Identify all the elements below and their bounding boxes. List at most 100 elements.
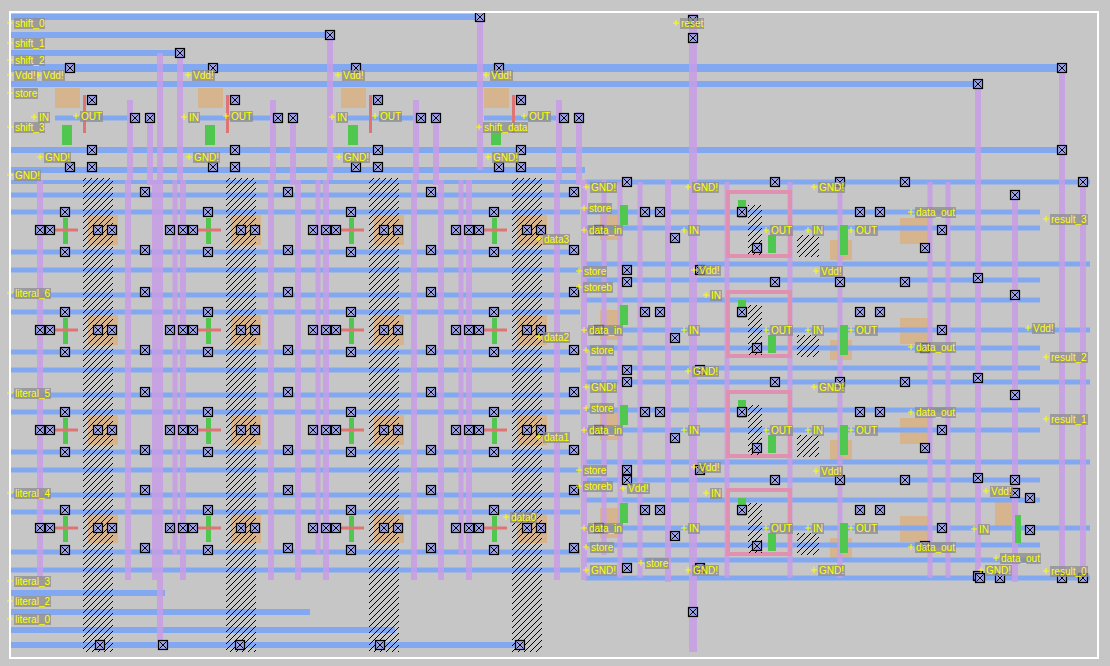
contact <box>753 542 762 551</box>
signal-label: data1 <box>543 432 570 443</box>
metal1-wire <box>585 210 1040 215</box>
contact <box>380 426 389 435</box>
label-mark <box>1025 325 1031 331</box>
contact <box>322 326 331 335</box>
contact <box>66 64 75 73</box>
hatched-region <box>797 435 819 457</box>
label-mark <box>576 268 582 274</box>
contact <box>46 426 55 435</box>
label-mark <box>336 154 342 160</box>
contact <box>738 208 747 217</box>
contact <box>475 426 484 435</box>
label-mark <box>805 227 811 233</box>
diffusion <box>198 88 223 108</box>
signal-label: GND! <box>343 152 370 163</box>
signal-label: shift_data <box>483 122 528 133</box>
poly-wire <box>338 329 364 332</box>
poly-gate <box>840 225 848 255</box>
signal-label: Vdd! <box>698 265 721 276</box>
contact <box>452 226 461 235</box>
signal-label: GND! <box>985 565 1012 576</box>
contact <box>141 388 150 397</box>
contact <box>452 326 461 335</box>
label-mark <box>848 227 854 233</box>
poly-gate <box>620 205 628 225</box>
signal-label: data_out <box>1000 553 1041 564</box>
contact <box>347 506 356 515</box>
metal2-wire <box>127 100 133 180</box>
label-mark <box>908 209 914 215</box>
poly-gate <box>205 125 215 145</box>
signal-label: data_out <box>915 407 956 418</box>
contact <box>309 326 318 335</box>
contact-layer <box>36 13 1088 650</box>
signal-label: data_out <box>915 542 956 553</box>
label-mark <box>521 113 527 119</box>
contact <box>490 348 499 357</box>
signal-label: data_in <box>588 325 623 336</box>
metal2-wire <box>413 100 419 180</box>
metal2-wire <box>928 182 933 578</box>
poly-gate <box>620 305 628 325</box>
poly-wire <box>481 229 507 232</box>
contact <box>284 388 293 397</box>
contact <box>374 163 383 172</box>
contact <box>656 408 665 417</box>
contact <box>901 378 910 387</box>
hatched-region <box>83 178 113 652</box>
signal-label: GND! <box>193 152 220 163</box>
contact <box>61 546 70 555</box>
contact <box>938 426 947 435</box>
signal-label: data_in <box>588 425 623 436</box>
contact <box>166 426 175 435</box>
label-mark <box>813 468 819 474</box>
contact <box>347 408 356 417</box>
contact <box>94 226 103 235</box>
contact <box>61 348 70 357</box>
label-mark <box>673 20 679 26</box>
hatched-region <box>748 503 762 553</box>
contact <box>623 466 632 475</box>
contact <box>671 334 680 343</box>
signal-label: result_0 <box>1050 566 1088 577</box>
label-mark <box>811 384 817 390</box>
signal-label: IN <box>688 523 700 534</box>
contact <box>394 524 403 533</box>
contact <box>326 31 335 40</box>
contact <box>284 188 293 197</box>
contact <box>284 246 293 255</box>
signal-label: literal_5 <box>14 388 51 399</box>
contact <box>938 226 947 235</box>
metal1-wire <box>585 278 1040 283</box>
label-mark <box>485 154 491 160</box>
signal-label: OUT <box>855 523 878 534</box>
contact <box>427 188 436 197</box>
signal-label: GND! <box>492 152 519 163</box>
label-mark <box>576 483 582 489</box>
contact <box>141 544 150 553</box>
contact <box>251 226 260 235</box>
contact <box>189 326 198 335</box>
contact <box>36 326 45 335</box>
contact <box>570 544 579 553</box>
contact <box>465 326 474 335</box>
signal-label: data_in <box>588 523 623 534</box>
signal-label: store <box>583 465 607 476</box>
poly-wire <box>481 329 507 332</box>
signal-label: data2 <box>543 332 570 343</box>
hatched-region <box>748 305 762 355</box>
contact <box>332 326 341 335</box>
poly-wire <box>481 429 507 432</box>
signal-label: IN <box>336 112 348 123</box>
contact <box>61 208 70 217</box>
contact <box>921 244 930 253</box>
poly-gate <box>738 400 746 418</box>
contact <box>322 426 331 435</box>
contact <box>394 226 403 235</box>
metal1-wire <box>10 147 1065 153</box>
contact <box>189 524 198 533</box>
label-mark <box>763 327 769 333</box>
metal1-wire <box>10 14 480 20</box>
poly-wire <box>195 527 221 530</box>
metal2-layer <box>37 14 1086 652</box>
